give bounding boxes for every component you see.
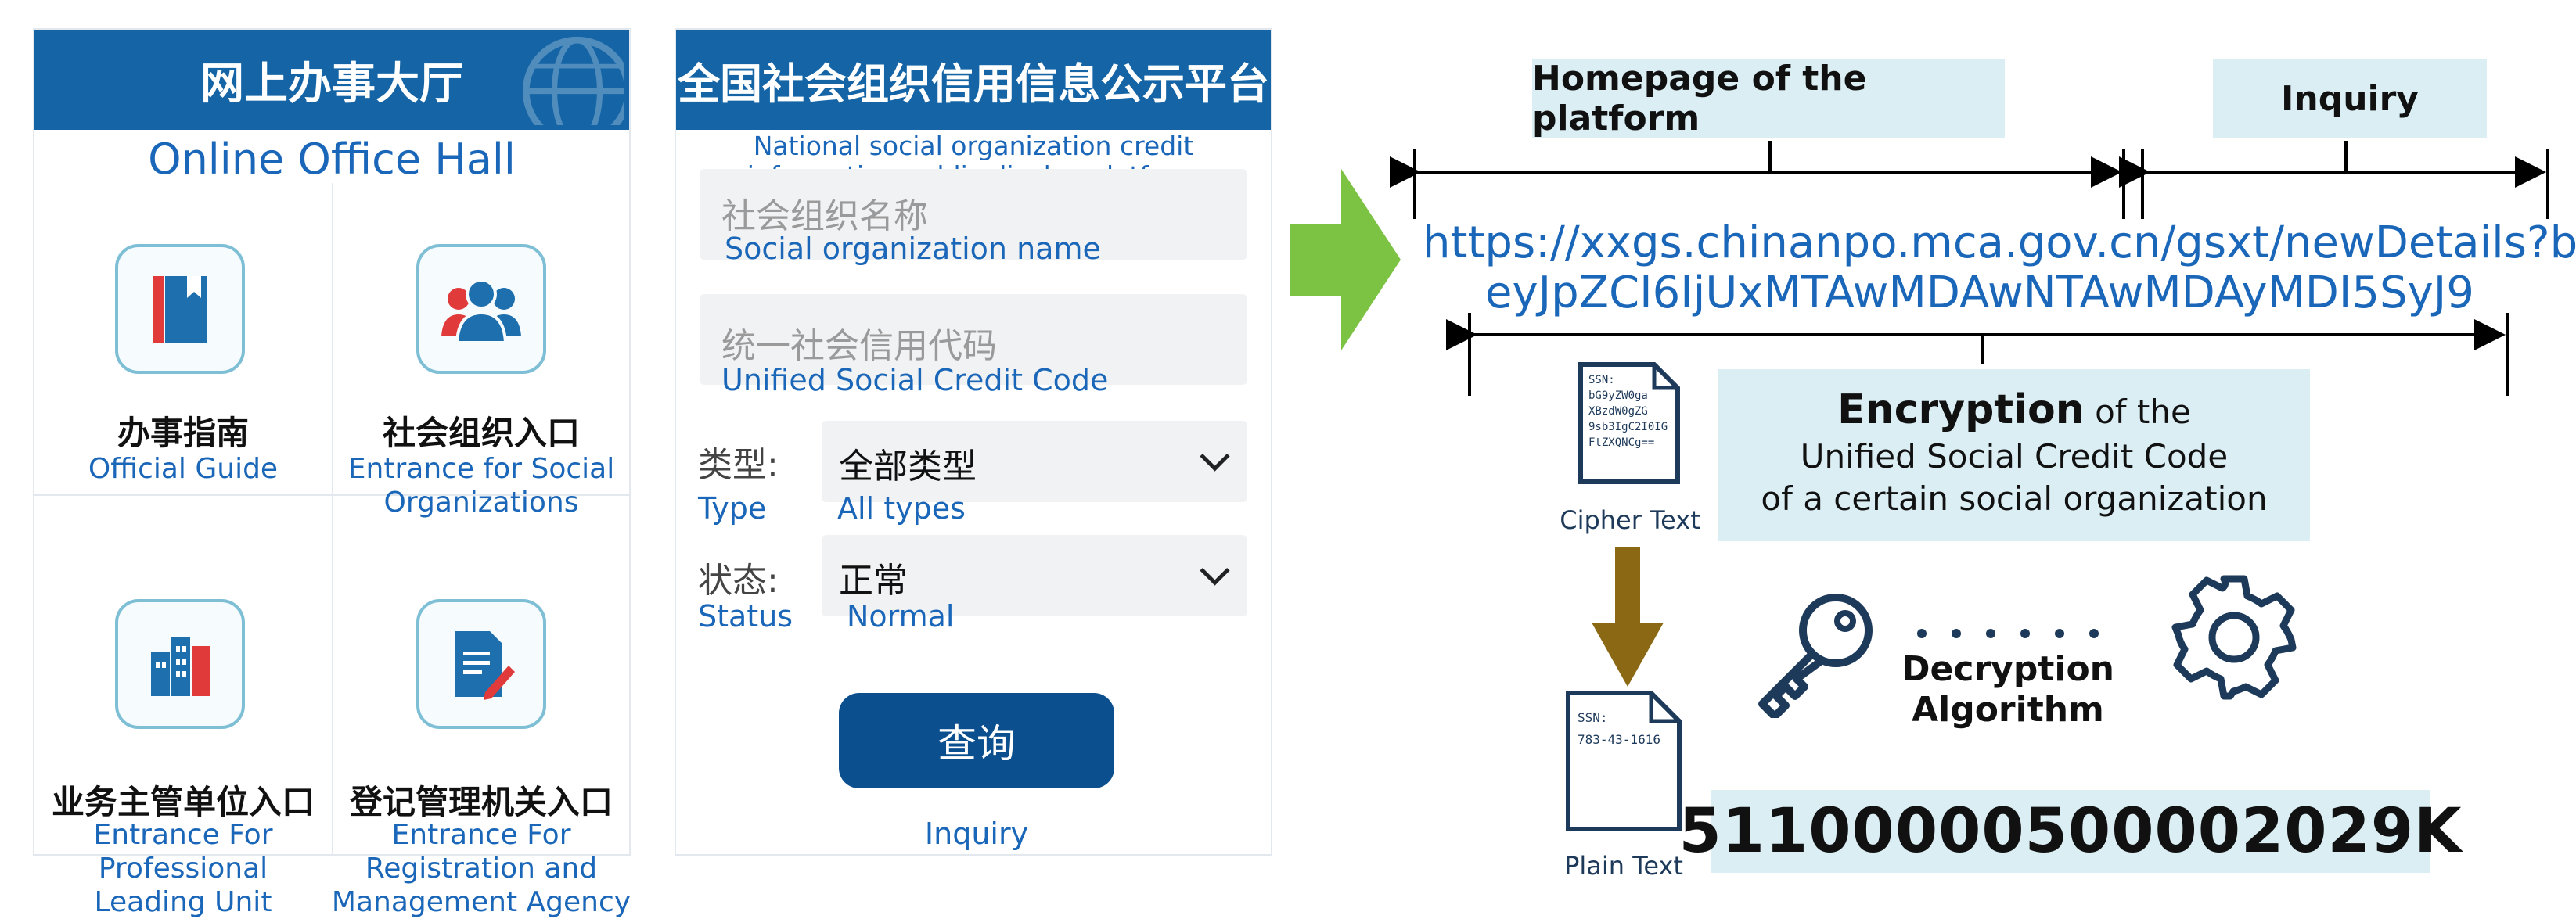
decryption-algorithm-label: Decryption Algorithm — [1891, 649, 2125, 731]
credit-info-platform-panel: 全国社会组织信用信息公示平台 National social organizat… — [675, 28, 1272, 856]
people-group-icon — [416, 244, 546, 374]
cipher-document-text: SSN: bG9yZW0ga XBzdW0gZG 9sb3IgC2I0IG Ft… — [1588, 374, 1668, 449]
type-select-value: 全部类型 — [839, 447, 977, 486]
encryption-of-the: of the — [2084, 393, 2191, 431]
query-button-label: 查询 — [937, 721, 1016, 766]
decryption-line1: Decryption — [1901, 649, 2114, 689]
encryption-keyword: Encryption — [1837, 386, 2085, 433]
type-value-en: All types — [837, 491, 966, 526]
type-label: 类型: — [698, 445, 779, 485]
platform-header: 全国社会组织信用信息公示平台 — [676, 30, 1271, 130]
office-hall-header: 网上办事大厅 — [34, 30, 629, 130]
document-edit-icon — [416, 599, 546, 729]
platform-header-title: 全国社会组织信用信息公示平台 — [678, 59, 1269, 109]
tile-registration-management-agency[interactable]: 登记管理机关入口 Entrance For Registration and M… — [332, 496, 631, 918]
type-select[interactable]: 全部类型 — [822, 421, 1247, 502]
encryption-line3: of a certain social organization — [1761, 479, 2268, 518]
guide-book-icon — [115, 244, 245, 374]
green-right-arrow-icon — [1290, 169, 1401, 350]
cipher-document-icon: SSN: bG9yZW0ga XBzdW0gZG 9sb3IgC2I0IG Ft… — [1578, 361, 1681, 485]
decoded-credit-code: 51100000500002029K — [1678, 790, 2462, 873]
credit-code-placeholder: 统一社会信用代码 — [721, 326, 997, 366]
encryption-description-box: Encryption of the Unified Social Credit … — [1718, 369, 2310, 541]
plain-document-icon: SSN: 783-43-1616 — [1565, 690, 1682, 832]
globe-watermark-icon — [522, 36, 624, 125]
tile-social-organizations[interactable]: 社会组织入口 Entrance for Social Organizations — [333, 186, 629, 519]
org-name-placeholder: 社会组织名称 — [721, 196, 928, 236]
brown-down-arrow-icon — [1592, 547, 1664, 687]
inquiry-label: Inquiry — [2213, 59, 2487, 138]
gear-icon — [2171, 575, 2297, 700]
query-button-label-en: Inquiry — [924, 817, 1029, 851]
org-name-label-en: Social organization name — [725, 232, 1101, 266]
tile-cn-label: 社会组织入口 — [382, 414, 580, 452]
org-name-input[interactable]: 社会组织名称 — [700, 169, 1247, 260]
url-line2: eyJpZCI6IjUxMTAwMDAwNTAwMDAyMDI5SyJ9 — [1485, 267, 2474, 318]
status-label: 状态: — [698, 561, 779, 601]
credit-code-label-en: Unified Social Credit Code — [721, 363, 1109, 397]
status-select[interactable]: 正常 — [822, 535, 1247, 616]
tile-official-guide[interactable]: 办事指南 Official Guide — [34, 186, 332, 494]
status-select-value: 正常 — [839, 561, 908, 601]
tile-en-label: Official Guide — [88, 453, 279, 485]
tile-professional-leading-unit[interactable]: 业务主管单位入口 Entrance For Professional Leadi… — [34, 496, 332, 918]
online-office-hall-panel: 网上办事大厅 Online Office Hall 办事指南 Official … — [33, 28, 631, 918]
tile-divider-vertical — [332, 183, 333, 854]
office-hall-header-title: 网上办事大厅 — [200, 58, 463, 109]
tile-en-label: Entrance For Registration and Management… — [331, 819, 631, 918]
key-icon — [1758, 594, 1873, 718]
status-value-en: Normal — [847, 599, 955, 634]
office-hall-title-en: Online Office Hall — [148, 135, 516, 184]
plain-document-text: SSN: 783-43-1616 — [1578, 710, 1660, 747]
url-line1: https://xxgs.chinanpo.mca.gov.cn/gsxt/ne… — [1423, 217, 2576, 268]
cipher-text-label: Cipher Text — [1560, 505, 1700, 535]
tile-divider-horizontal — [34, 494, 629, 496]
decryption-line2: Algorithm — [1912, 690, 2104, 730]
plain-text-label: Plain Text — [1564, 851, 1683, 881]
status-label-en: Status — [698, 599, 793, 634]
tile-cn-label: 登记管理机关入口 — [349, 783, 613, 821]
type-label-en: Type — [698, 491, 767, 526]
dotted-connector — [1917, 629, 2099, 638]
tile-cn-label: 业务主管单位入口 — [51, 783, 315, 821]
credit-code-input[interactable]: 统一社会信用代码 — [700, 294, 1247, 385]
building-icon — [115, 599, 245, 729]
encryption-line2: Unified Social Credit Code — [1800, 437, 2229, 476]
tile-en-label: Entrance for Social Organizations — [347, 453, 615, 519]
tile-en-label: Entrance For Professional Leading Unit — [93, 819, 273, 918]
homepage-label: Homepage of the platform — [1532, 59, 2005, 138]
query-button[interactable]: 查询 — [839, 693, 1114, 788]
tile-cn-label: 办事指南 — [117, 414, 249, 452]
